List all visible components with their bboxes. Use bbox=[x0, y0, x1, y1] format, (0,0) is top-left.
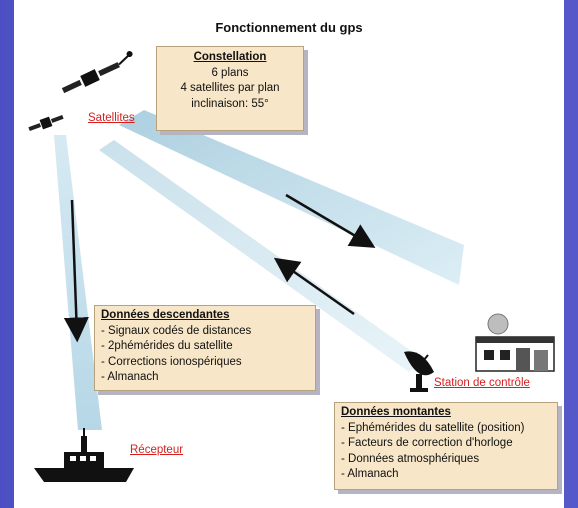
downlink-item: - Corrections ionospériques bbox=[101, 355, 242, 368]
diagram-artwork bbox=[28, 51, 555, 482]
downlink-item: - Almanach bbox=[101, 371, 159, 383]
constellation-line: 6 plans bbox=[211, 66, 249, 79]
diagram-title: Fonctionnement du gps bbox=[215, 20, 363, 35]
label-satellites: Satellites bbox=[88, 112, 135, 124]
satellite-icon bbox=[61, 51, 133, 94]
diagram-panel: Fonctionnement du gps bbox=[14, 0, 564, 508]
downlink-heading: Données descendantes bbox=[101, 309, 230, 321]
satellite-dish-icon bbox=[404, 351, 434, 392]
uplink-item: - Ephémérides du satellite (position) bbox=[341, 421, 525, 434]
uplink-item: - Facteurs de correction d'horloge bbox=[341, 437, 513, 449]
uplink-item: - Données atmosphériques bbox=[341, 452, 480, 465]
uplink-item: - Almanach bbox=[341, 468, 399, 480]
ship-icon bbox=[34, 428, 134, 482]
uplink-heading: Données montantes bbox=[341, 406, 451, 418]
arrow-from-station bbox=[273, 257, 355, 316]
downlink-item: - 2phémérides du satellite bbox=[101, 340, 233, 352]
uplink-data-box: Données montantes - Ephémérides du satel… bbox=[334, 402, 558, 490]
downlink-item: - Signaux codés de distances bbox=[101, 324, 252, 337]
arrow-to-station bbox=[285, 193, 376, 248]
constellation-box: Constellation 6 plans 4 satellites par p… bbox=[156, 46, 304, 131]
constellation-heading: Constellation bbox=[193, 51, 267, 63]
beam-to-receiver bbox=[54, 135, 102, 430]
label-recepteur: Récepteur bbox=[130, 444, 184, 456]
constellation-line: inclinaison: 55° bbox=[191, 97, 269, 110]
label-station: Station de contrôle bbox=[434, 377, 530, 389]
building-icon bbox=[475, 313, 555, 372]
arrow-down bbox=[63, 199, 89, 343]
satellite-icon-small bbox=[28, 114, 64, 132]
constellation-line: 4 satellites par plan bbox=[180, 82, 280, 94]
beam-from-station bbox=[99, 140, 424, 372]
downlink-data-box: Données descendantes - Signaux codés de … bbox=[94, 305, 316, 391]
